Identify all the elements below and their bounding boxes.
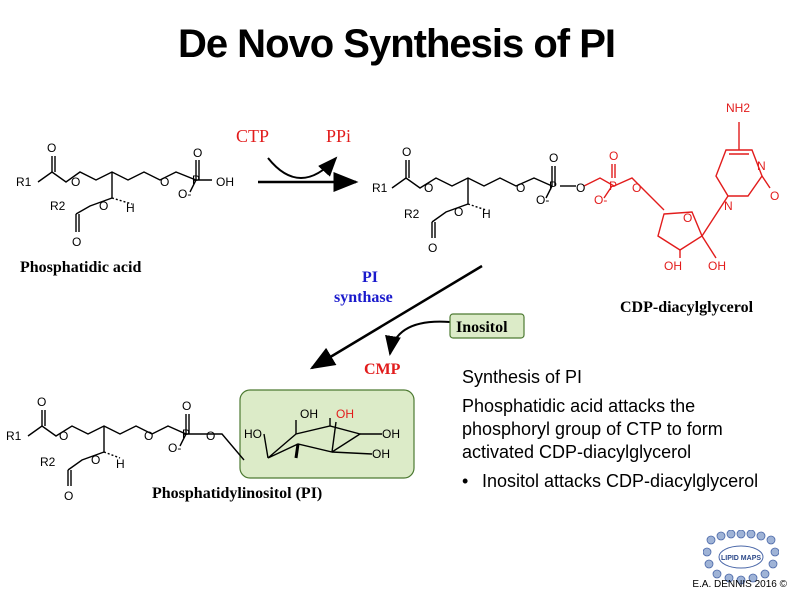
cdp-o-carbonyl-2: O: [428, 241, 437, 255]
credit-text: E.A. DENNIS 2016: [692, 579, 777, 590]
cdp-o-phosphoryl-2: O: [609, 149, 618, 163]
cdp-diacylglycerol-label: CDP-diacylglycerol: [620, 299, 754, 316]
cdp-o-ester-1: O: [424, 181, 433, 195]
pi-synthase-label-2: synthase: [334, 289, 393, 306]
ribose-oh-1: OH: [664, 259, 682, 273]
cdp-o-minus-2: O-: [594, 193, 607, 207]
pi-o-ester-1: O: [59, 429, 68, 443]
inositol-ho: HO: [244, 427, 262, 441]
pi-o-minus: O-: [168, 441, 181, 455]
pi-p: P: [182, 427, 190, 441]
ribose-oh-2: OH: [708, 259, 726, 273]
cmp-moiety: [583, 122, 771, 259]
cdp-r1: R1: [372, 181, 388, 195]
phosphatidic-acid-label: Phosphatidic acid: [20, 259, 141, 276]
reaction-1-arrow: [258, 156, 359, 192]
pa-o-ester-2: O: [99, 199, 108, 213]
pa-p: P: [192, 173, 200, 187]
notes-text: Phosphatidic acid attacks the phosphoryl…: [462, 396, 723, 462]
pa-h: H: [126, 201, 135, 215]
cdp-h: H: [482, 207, 491, 221]
cdp-p-1: P: [549, 179, 557, 193]
cdp-diacylglycerol-structure: [391, 160, 576, 238]
ppi-label: PPi: [326, 126, 351, 146]
reaction-2-arrow: [309, 264, 483, 370]
lipid-maps-logo: LIPID MAPS: [703, 530, 779, 585]
cdp-o-ester-2: O: [454, 205, 463, 219]
pi-r1: R1: [6, 429, 22, 443]
phosphatidylinositol-structure: [27, 410, 382, 486]
cytosine-n1: N: [724, 199, 733, 213]
logo-text: LIPID MAPS: [721, 555, 761, 562]
inositol-label: Inositol: [456, 319, 508, 336]
cdp-o-minus-1: O-: [536, 193, 549, 207]
notes-bullet-text: Inositol attacks CDP-diacylglycerol: [482, 471, 759, 491]
pi-o-carbonyl-2: O: [64, 489, 73, 503]
cytosine-n3: N: [757, 159, 766, 173]
pa-o-carbonyl-1: O: [47, 141, 56, 155]
cytosine-o: O: [770, 189, 779, 203]
pa-o-ester-1: O: [71, 175, 80, 189]
cdp-o-carbonyl-1: O: [402, 145, 411, 159]
cdp-o-bridge-1: O: [516, 181, 525, 195]
cdp-r2: R2: [404, 207, 420, 221]
pa-o-bridge: O: [160, 175, 169, 189]
notes-heading: Synthesis of PI: [462, 367, 583, 387]
pa-oh: OH: [216, 175, 234, 189]
credit-line: E.A. DENNIS 2016 ©: [692, 579, 787, 590]
inositol-oh-2: OH: [336, 407, 354, 421]
slide-title: De Novo Synthesis of PI: [177, 22, 616, 66]
inositol-highlight-box: [239, 389, 415, 479]
copyright-icon: ©: [779, 579, 787, 590]
cdp-o-bridge-2: O: [576, 181, 585, 195]
inositol-box: [449, 313, 525, 339]
cytosine-nh2: NH2: [726, 101, 750, 115]
ctp-label: CTP: [236, 126, 269, 146]
pi-o-bridge-1: O: [144, 429, 153, 443]
pi-o-ester-2: O: [91, 453, 100, 467]
inositol-oh-3: OH: [382, 427, 400, 441]
pa-o-minus: O-: [178, 187, 191, 201]
inositol-oh-4: OH: [372, 447, 390, 461]
pa-r1: R1: [16, 175, 32, 189]
cdp-o-bridge-3: O: [632, 181, 641, 195]
ribose-o: O: [683, 211, 692, 225]
phosphatidic-acid-structure: [37, 156, 212, 232]
pi-h: H: [116, 457, 125, 471]
bullet-dot-icon: •: [462, 471, 469, 491]
notes-panel: Synthesis of PI Phosphatidic acid attack…: [462, 366, 787, 493]
pi-o-carbonyl-1: O: [37, 395, 46, 409]
pi-synthase-label-1: PI: [362, 269, 378, 286]
cdp-o-phosphoryl-1: O: [549, 151, 558, 165]
inositol-oh-1: OH: [300, 407, 318, 421]
pi-o-bridge-2: O: [206, 429, 215, 443]
cdp-p-2: P: [609, 179, 617, 193]
pa-o-carbonyl-2: O: [72, 235, 81, 249]
notes-bullet: • Inositol attacks CDP-diacylglycerol: [462, 470, 787, 493]
cmp-label: CMP: [364, 361, 401, 378]
pa-o-phosphoryl: O: [193, 146, 202, 160]
pa-r2: R2: [50, 199, 66, 213]
pi-r2: R2: [40, 455, 56, 469]
pi-o-phosphoryl: O: [182, 399, 191, 413]
phosphatidylinositol-label: Phosphatidylinositol (PI): [152, 485, 322, 502]
